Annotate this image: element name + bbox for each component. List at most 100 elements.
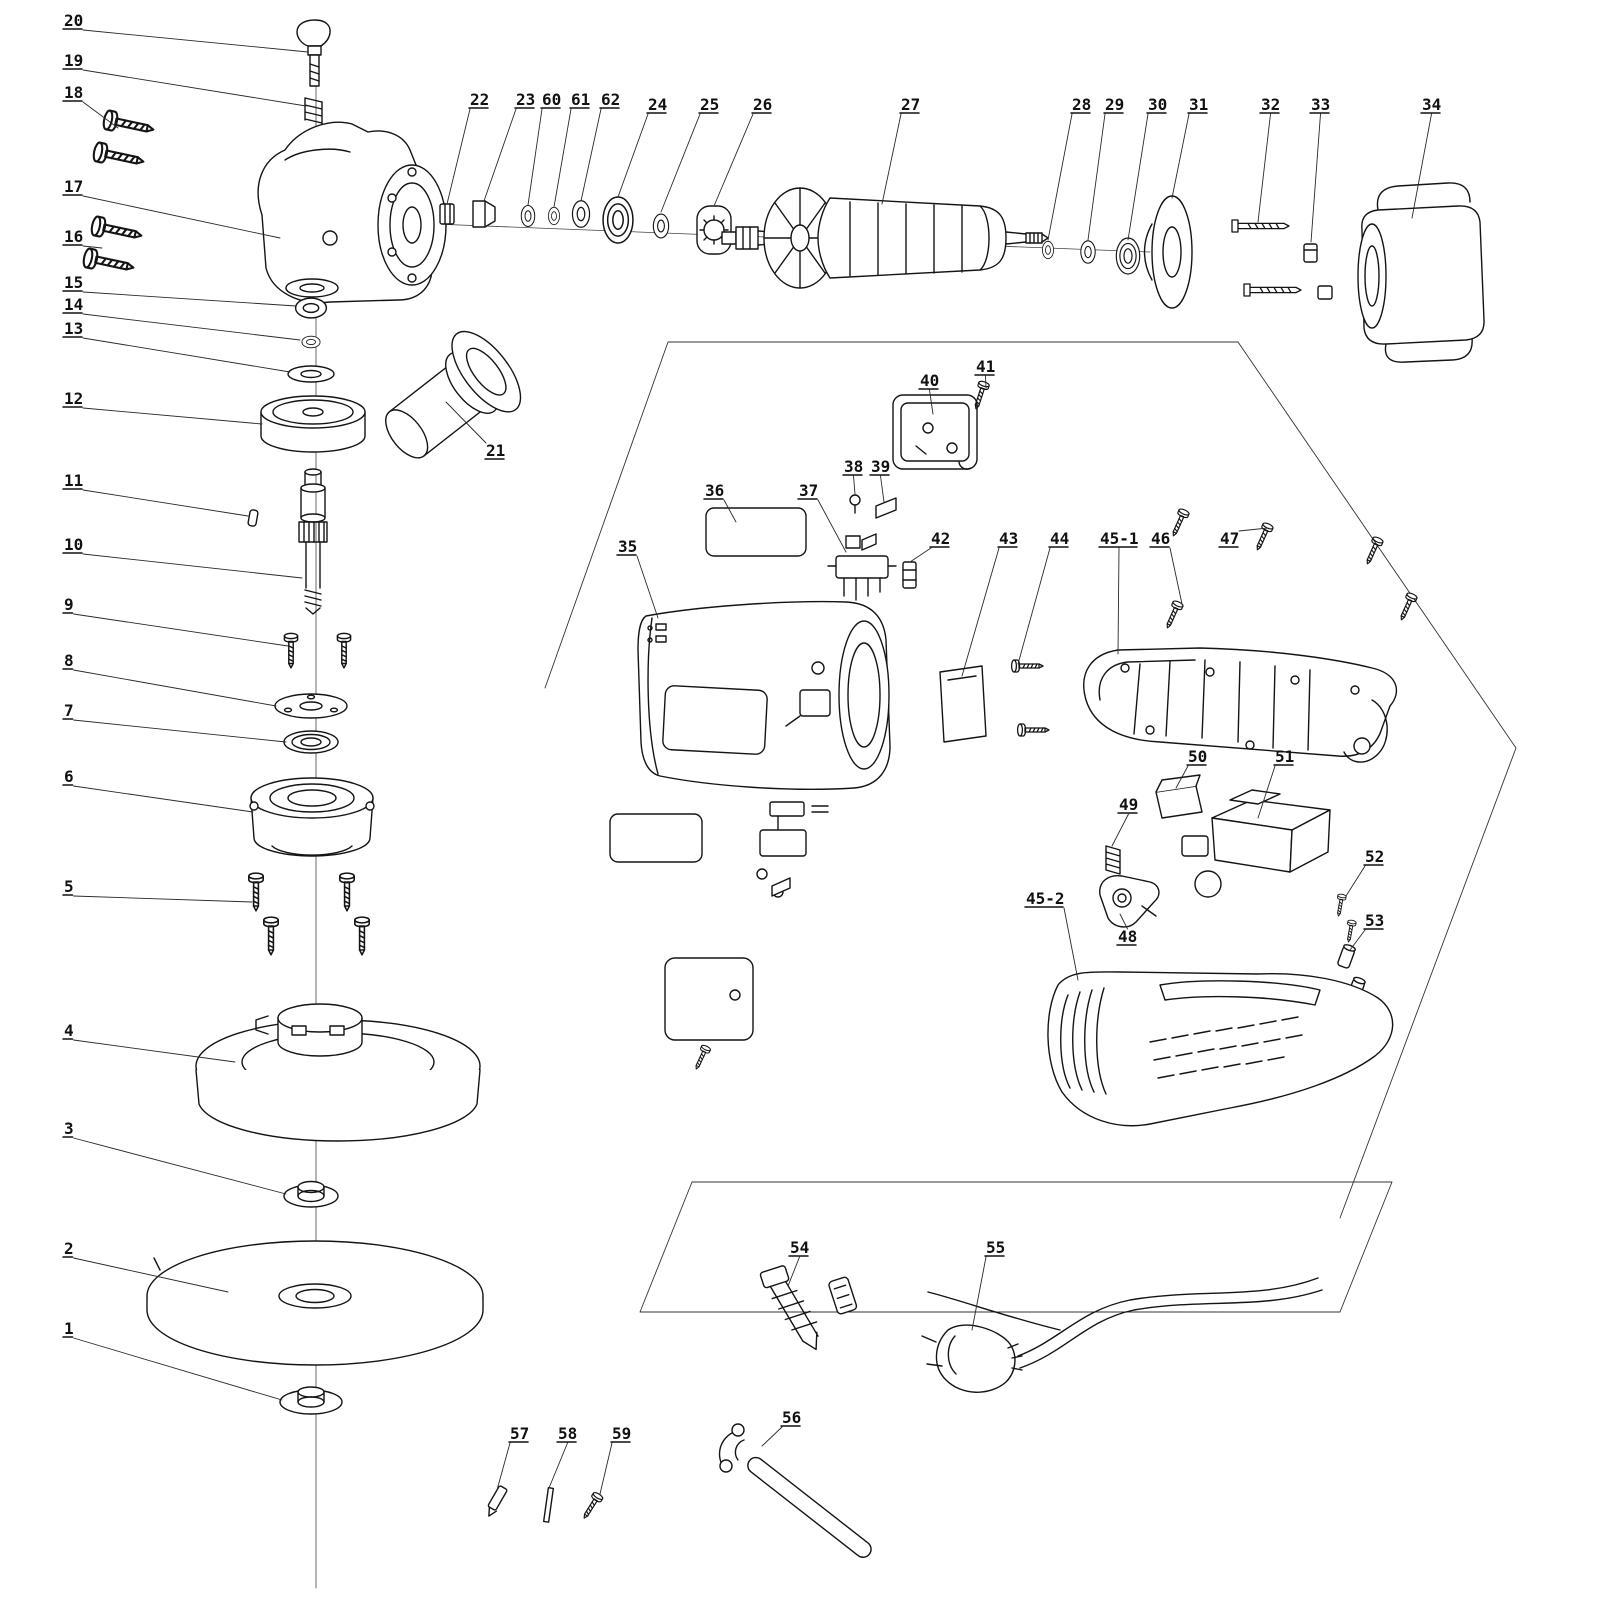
- leader-line: [1047, 113, 1073, 241]
- part-label: 3: [64, 1119, 74, 1138]
- part-30-bearing: [1115, 237, 1141, 275]
- leader-line: [1169, 547, 1183, 605]
- nameplate: [609, 813, 703, 863]
- leader-line: [713, 113, 754, 207]
- part-label: 19: [64, 51, 83, 70]
- part-33-brush-parts: [1303, 243, 1333, 300]
- leader-line: [73, 785, 254, 813]
- part-label: 29: [1105, 95, 1124, 114]
- part-label: 34: [1422, 95, 1441, 114]
- part-label: 48: [1118, 927, 1137, 946]
- part-46-screws: [1161, 507, 1191, 631]
- leader-line: [1017, 547, 1051, 665]
- part-13-flange-washer: [287, 365, 335, 383]
- part-label: 30: [1148, 95, 1167, 114]
- leader-line: [1411, 113, 1432, 219]
- leader-line: [82, 553, 303, 579]
- part-label: 13: [64, 319, 83, 338]
- part-label: 8: [64, 651, 74, 670]
- part-label: 37: [799, 481, 818, 500]
- part-36-label-plate: [705, 507, 807, 557]
- part-label: 50: [1188, 747, 1207, 766]
- part-62-washer: [571, 200, 591, 228]
- part-31-air-baffle: [1143, 195, 1193, 309]
- leader-line: [1349, 929, 1366, 951]
- part-26-spline-plate: [696, 205, 732, 255]
- part-15-washer: [294, 297, 328, 319]
- leader-line: [82, 195, 281, 239]
- part-label: 59: [612, 1424, 631, 1443]
- leader-line: [1257, 113, 1271, 223]
- part-48-trigger: [1099, 875, 1160, 928]
- part-label: 60: [542, 90, 561, 109]
- leader-line: [617, 113, 649, 198]
- part-7-bearing: [283, 730, 339, 754]
- part-label: 7: [64, 701, 74, 720]
- part-44-screws: [1010, 659, 1050, 737]
- part-55-power-cord: [921, 1277, 1323, 1393]
- part-61-washer: [547, 206, 561, 226]
- part-label: 18: [64, 83, 83, 102]
- part-47-screws: [1251, 521, 1419, 623]
- part-6-bearing-cover: [249, 777, 375, 857]
- leader-line: [73, 669, 277, 707]
- leader-line: [1257, 765, 1276, 819]
- part-1-lock-nut: [279, 1386, 343, 1415]
- part-label: 62: [601, 90, 620, 109]
- part-label: 14: [64, 295, 83, 314]
- leader-line: [961, 547, 1000, 677]
- part-8-retainer-plate: [274, 693, 348, 719]
- leader-line: [73, 1257, 229, 1293]
- part-51-switch-block: [1181, 789, 1331, 898]
- leader-line: [82, 69, 307, 107]
- leader-line: [82, 337, 291, 373]
- part-18-screws: [91, 108, 157, 173]
- leader-line: [1310, 113, 1321, 243]
- part-27-armature: [721, 187, 1049, 289]
- part-label: 16: [64, 227, 83, 246]
- part-label: 21: [486, 441, 505, 460]
- leader-line: [73, 719, 287, 743]
- leader-line: [446, 108, 471, 205]
- leader-line: [909, 547, 932, 563]
- part-label: 40: [920, 371, 939, 390]
- part-14-ring: [301, 335, 321, 349]
- part-label: 45-2: [1026, 889, 1065, 908]
- part-label: 25: [700, 95, 719, 114]
- part-label: 41: [976, 357, 995, 376]
- part-label: 39: [871, 457, 890, 476]
- part-label: 49: [1119, 795, 1138, 814]
- part-2-grinding-disc: [146, 1240, 484, 1366]
- leader-line: [580, 108, 602, 202]
- leader-line: [1127, 113, 1149, 241]
- part-label: 46: [1151, 529, 1170, 548]
- leader-line: [1345, 865, 1366, 897]
- leader-line: [1175, 765, 1189, 789]
- part-54-cord-clamp: [759, 1265, 858, 1351]
- leader-line: [73, 1337, 283, 1401]
- leader-line: [636, 555, 659, 619]
- leader-line: [853, 475, 856, 495]
- part-28-washer: [1041, 240, 1055, 260]
- leader-line: [445, 401, 487, 444]
- part-58-rod: [542, 1487, 555, 1523]
- leader-line: [82, 489, 249, 517]
- part-label: 36: [705, 481, 724, 500]
- electrical-cluster: [756, 801, 829, 898]
- part-label: 20: [64, 11, 83, 30]
- assembly-frames: [544, 341, 1517, 1313]
- part-label: 17: [64, 177, 83, 196]
- part-label: 53: [1365, 911, 1384, 930]
- leader-line: [985, 375, 987, 389]
- part-label: 56: [782, 1408, 801, 1427]
- leader-line: [1117, 547, 1120, 655]
- part-43-brush-cover: [939, 665, 987, 743]
- part-label: 54: [790, 1238, 809, 1257]
- part-label: 11: [64, 471, 83, 490]
- part-label: 45-1: [1100, 529, 1139, 548]
- part-label: 38: [844, 457, 863, 476]
- part-5-screws: [247, 872, 371, 956]
- part-label: 43: [999, 529, 1018, 548]
- part-label: 1: [64, 1319, 74, 1338]
